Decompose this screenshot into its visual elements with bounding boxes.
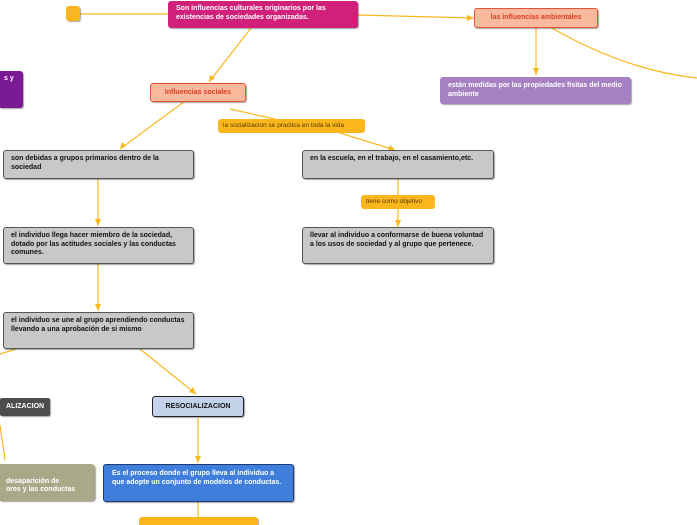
ambientales-desc-node[interactable]: están medidas por las propiedades físita… bbox=[440, 77, 631, 104]
link-ambientales-curve bbox=[549, 26, 697, 79]
link-label-to-escuela bbox=[339, 132, 396, 151]
link-root-to-sociales bbox=[208, 27, 252, 83]
grupo-aprendiendo-node[interactable]: el individuo se une al grupo aprendiendo… bbox=[3, 312, 194, 349]
miembro-sociedad-text: el individuo llega hacer miembro de la s… bbox=[11, 232, 176, 256]
conformarse-text: llevar al individuo a conformarse de bue… bbox=[310, 232, 484, 248]
link-aprendiendo-to-left bbox=[0, 348, 17, 355]
root-node[interactable]: Son influencias culturales originarios p… bbox=[168, 1, 358, 28]
link-label-objetivo: tiene como objetivo bbox=[361, 195, 435, 209]
orange-square-node[interactable] bbox=[66, 6, 80, 21]
partial-left-socializacion-text: ALIZACION bbox=[6, 403, 45, 410]
arrowhead bbox=[95, 304, 101, 311]
grupos-primarios-node[interactable]: son debidas a grupos primarios dentro de… bbox=[3, 150, 194, 179]
arrowhead bbox=[195, 456, 201, 463]
influencias-ambientales-node[interactable]: las influencias ambientales bbox=[474, 8, 598, 28]
link-label-socializacion-text: la socializacion se practica en toda la … bbox=[223, 122, 345, 129]
arrowhead bbox=[95, 219, 101, 226]
conformarse-node[interactable]: llevar al individuo a conformarse de bue… bbox=[302, 227, 494, 264]
partial-left-purple-text: s y bbox=[4, 75, 14, 82]
partial-left-olive-node[interactable]: desaparición de ores y las conductas bbox=[0, 464, 95, 501]
arrowhead bbox=[189, 387, 196, 394]
arrowhead bbox=[533, 68, 539, 75]
resocializacion-node[interactable]: RESOCIALIZACION bbox=[152, 396, 244, 417]
influencias-sociales-text: Influencias sociales bbox=[164, 89, 232, 96]
link-label-objetivo-text: tiene como objetivo bbox=[366, 198, 423, 205]
arrowhead bbox=[467, 15, 474, 21]
arrowhead bbox=[395, 220, 401, 227]
resocializacion-text: RESOCIALIZACION bbox=[165, 403, 231, 410]
arrowhead bbox=[209, 75, 215, 82]
link-dark-to-olive bbox=[0, 424, 6, 461]
escuela-trabajo-text: en la escuela, en el trabajo, en el casa… bbox=[310, 155, 474, 162]
link-label-socializacion: la socializacion se practica en toda la … bbox=[218, 119, 365, 133]
link-sociales-to-label bbox=[229, 108, 276, 120]
influencias-sociales-node[interactable]: Influencias sociales bbox=[150, 83, 246, 102]
arrowhead bbox=[120, 142, 126, 149]
ambientales-desc-text: están medidas por las propiedades físita… bbox=[448, 82, 622, 98]
resocializacion-desc-node[interactable]: Es el proceso donde el grupo lleva al in… bbox=[103, 464, 294, 502]
grupos-primarios-text: son debidas a grupos primarios dentro de… bbox=[11, 155, 159, 171]
bottom-partial-node[interactable] bbox=[139, 517, 258, 525]
link-sociales-to-grupos bbox=[119, 100, 186, 150]
partial-left-purple-node[interactable]: s y bbox=[0, 71, 23, 108]
resocializacion-desc-text: Es el proceso donde el grupo lleva al in… bbox=[112, 470, 282, 486]
link-aprendiendo-to-resocializacion bbox=[139, 348, 197, 395]
partial-left-socializacion-node[interactable]: ALIZACION bbox=[0, 398, 50, 416]
partial-left-olive-text: desaparición de ores y las conductas bbox=[6, 477, 76, 494]
root-node-text: Son influencias culturales originarios p… bbox=[176, 5, 326, 21]
grupo-aprendiendo-text: el individuo se une al grupo aprendiendo… bbox=[11, 317, 185, 333]
link-root-to-ambientales bbox=[357, 14, 475, 19]
miembro-sociedad-node[interactable]: el individuo llega hacer miembro de la s… bbox=[3, 227, 194, 264]
escuela-trabajo-node[interactable]: en la escuela, en el trabajo, en el casa… bbox=[302, 150, 494, 179]
influencias-ambientales-text: las influencias ambientales bbox=[490, 14, 582, 21]
